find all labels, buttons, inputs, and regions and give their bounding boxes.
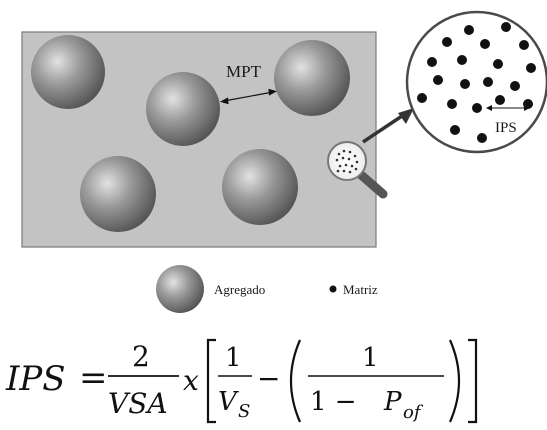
- aggregate-sphere: [274, 40, 350, 116]
- mpt-double-arrow-icon: [220, 88, 277, 105]
- inner-numerator-2: 1: [362, 343, 379, 373]
- legend: Agregado Matriz: [156, 265, 378, 313]
- inner-denominator-1-sub: S: [238, 401, 250, 422]
- fraction-denominator: VSA: [108, 387, 168, 420]
- pointer-arrow-icon: [362, 108, 414, 144]
- zoom-circle: [405, 10, 547, 154]
- ips-double-arrow-icon: [486, 105, 530, 111]
- aggregate-sphere: [80, 156, 156, 232]
- ips-label: IPS: [495, 120, 517, 136]
- aggregate-sphere: [146, 72, 220, 146]
- aggregate-sphere: [222, 149, 298, 225]
- minus-symbol: −: [257, 362, 280, 395]
- right-square-bracket: [468, 338, 478, 424]
- aggregate-sphere: [31, 35, 105, 109]
- legend-matrix-swatch: [329, 285, 337, 293]
- equation-lhs: IPS: [5, 359, 66, 399]
- legend-aggregate-label: Agregado: [214, 282, 265, 297]
- mpt-label: MPT: [226, 62, 262, 81]
- inner-denominator-2-base: P: [383, 387, 402, 417]
- equation-equals: =: [79, 358, 108, 398]
- times-symbol: x: [183, 364, 199, 397]
- inner-denominator-2-sub: of: [403, 402, 424, 423]
- left-parenthesis: [289, 339, 302, 423]
- fraction-numerator: 2: [132, 340, 150, 373]
- matrix-dots: [417, 22, 536, 143]
- inner-denominator-2-prefix: 1 −: [310, 387, 357, 417]
- right-parenthesis: [448, 339, 461, 423]
- legend-aggregate-swatch: [156, 265, 204, 313]
- ips-equation: IPS = 2 VSA x 1 V S − 1 1 − P of: [5, 338, 478, 424]
- magnifier-icon: [327, 141, 388, 199]
- legend-matrix-label: Matriz: [343, 282, 378, 297]
- left-square-bracket: [206, 338, 216, 424]
- inner-numerator-1: 1: [225, 343, 242, 373]
- inner-denominator-1-base: V: [218, 387, 239, 417]
